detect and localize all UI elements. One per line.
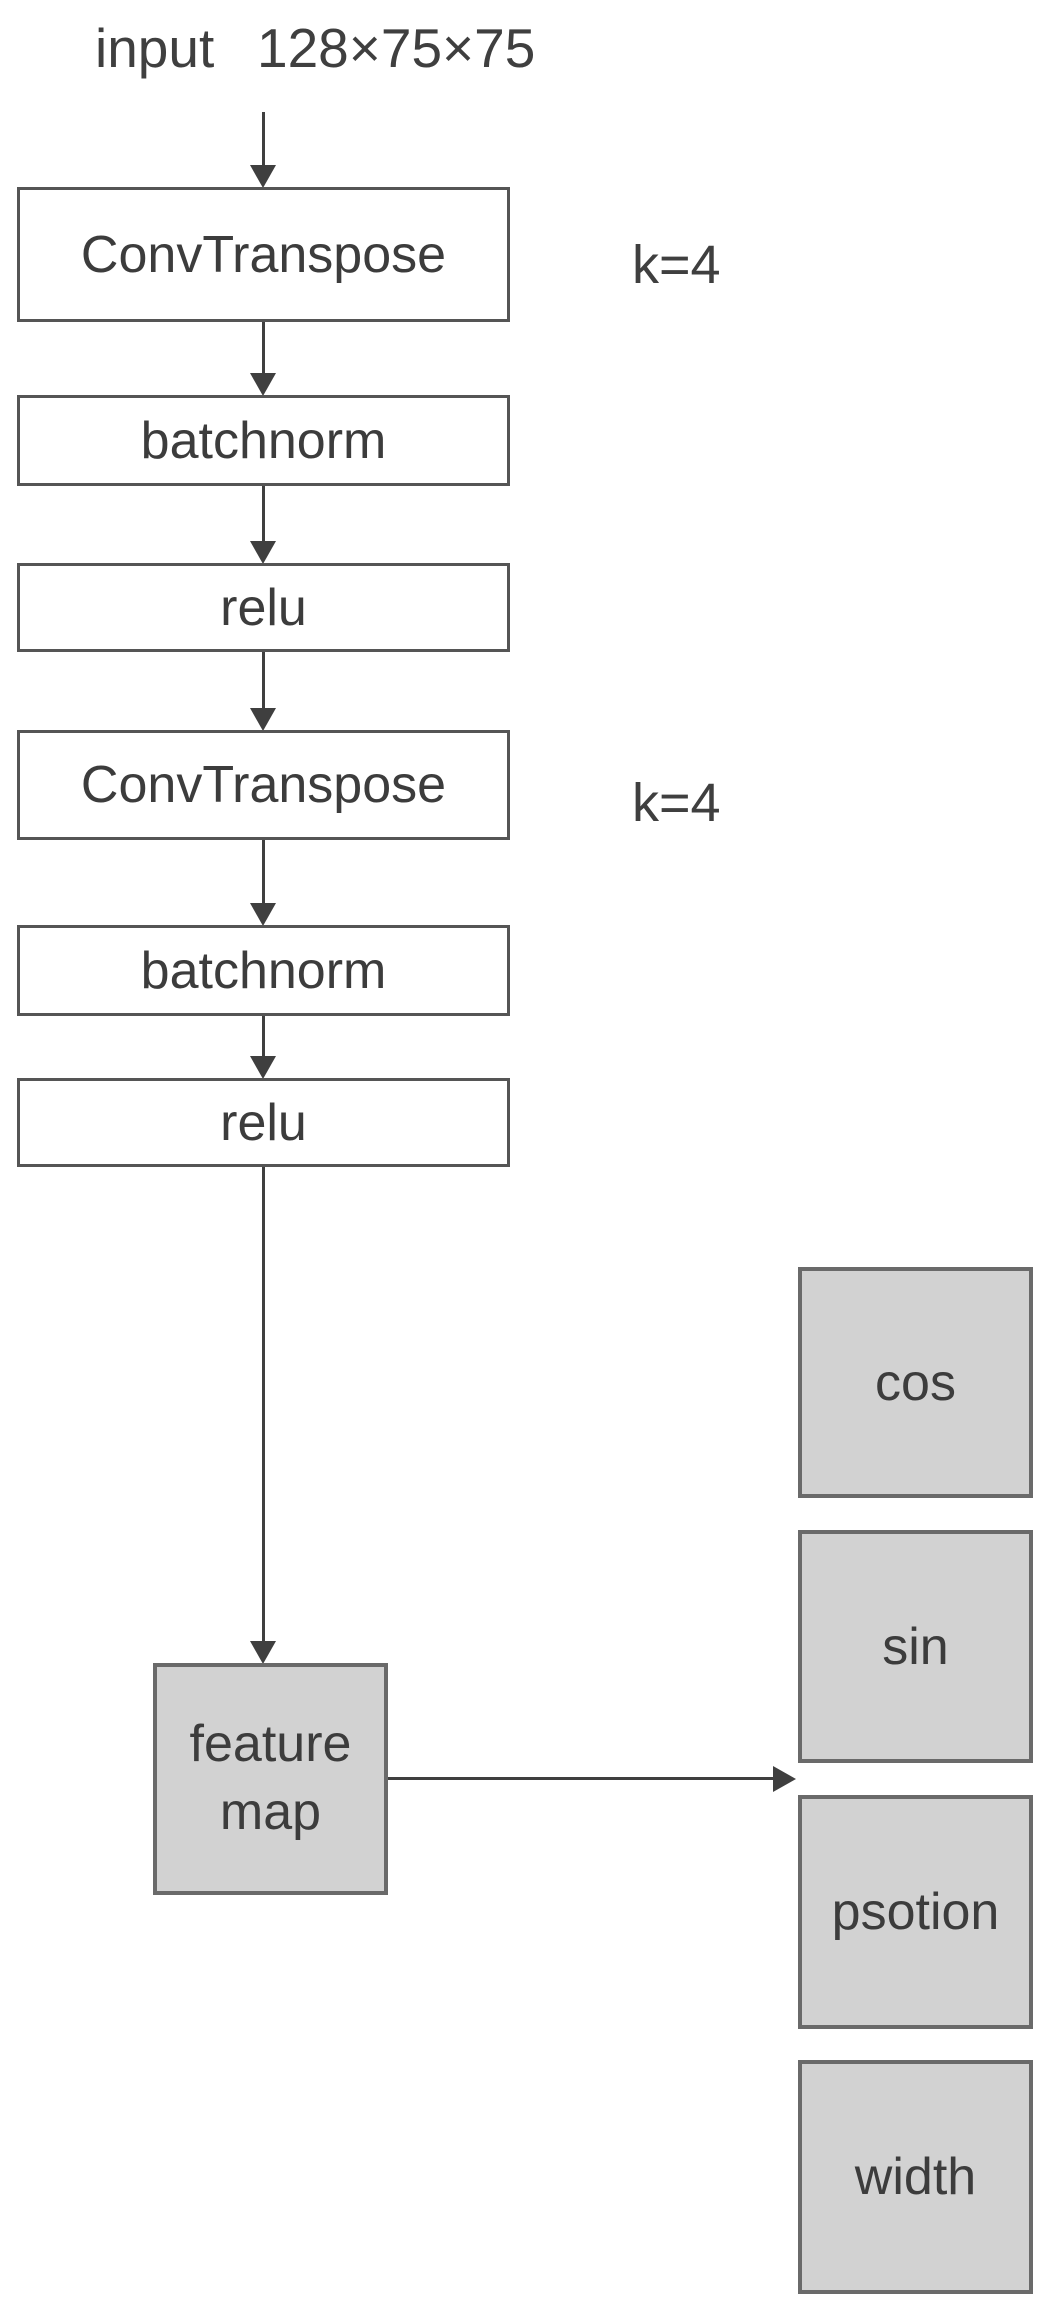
feature-map-label-line1: feature: [189, 1715, 352, 1774]
relu1-box: relu: [17, 563, 510, 652]
arrow-line-convtranspose1-to-batchnorm1: [262, 322, 265, 373]
output-width-label: width: [854, 2148, 977, 2206]
input-dimensions-label: 128×75×75: [257, 17, 536, 79]
output-cos-box: cos: [798, 1267, 1033, 1498]
arrowhead-relu2-to-feature-map: [250, 1641, 276, 1664]
feature-map-box: feature map: [153, 1663, 388, 1895]
batchnorm2-box: batchnorm: [17, 925, 510, 1016]
relu2-box: relu: [17, 1078, 510, 1167]
batchnorm2-label: batchnorm: [140, 941, 387, 1000]
arrowhead-batchnorm1-to-relu1: [250, 541, 276, 564]
arrow-line-relu1-to-convtranspose2: [262, 652, 265, 708]
arrow-line-feature-map-to-outputs: [388, 1777, 775, 1780]
output-cos-label: cos: [875, 1353, 956, 1412]
feature-map-label-line2: map: [219, 1783, 322, 1841]
arrow-line-batchnorm1-to-relu1: [262, 486, 265, 541]
relu1-label: relu: [220, 578, 307, 637]
kernel-annotation-1: k=4: [632, 235, 721, 295]
arrowhead-batchnorm2-to-relu2: [250, 1056, 276, 1079]
convtranspose1-label: ConvTranspose: [80, 225, 447, 284]
output-width-box: width: [798, 2060, 1033, 2294]
arrow-line-input-to-convtranspose1: [262, 112, 265, 165]
input-label: input: [95, 17, 215, 79]
batchnorm1-label: batchnorm: [140, 411, 387, 470]
arrowhead-input-to-convtranspose1: [250, 165, 276, 188]
arrowhead-relu1-to-convtranspose2: [250, 708, 276, 731]
convtranspose2-box: ConvTranspose: [17, 730, 510, 840]
arrow-line-convtranspose2-to-batchnorm2: [262, 840, 265, 903]
batchnorm1-box: batchnorm: [17, 395, 510, 486]
output-sin-box: sin: [798, 1530, 1033, 1763]
arrowhead-convtranspose2-to-batchnorm2: [250, 903, 276, 926]
kernel-annotation-2: k=4: [632, 773, 721, 833]
output-psotion-box: psotion: [798, 1795, 1033, 2029]
convtranspose1-box: ConvTranspose: [17, 187, 510, 322]
arrow-line-relu2-to-feature-map: [262, 1167, 265, 1641]
output-psotion-label: psotion: [831, 1883, 1000, 1941]
arrowhead-convtranspose1-to-batchnorm1: [250, 373, 276, 396]
convtranspose2-label: ConvTranspose: [80, 756, 447, 814]
arrow-line-batchnorm2-to-relu2: [262, 1016, 265, 1056]
relu2-label: relu: [220, 1093, 307, 1152]
output-sin-label: sin: [882, 1617, 949, 1676]
arrowhead-feature-map-to-outputs: [773, 1766, 796, 1792]
